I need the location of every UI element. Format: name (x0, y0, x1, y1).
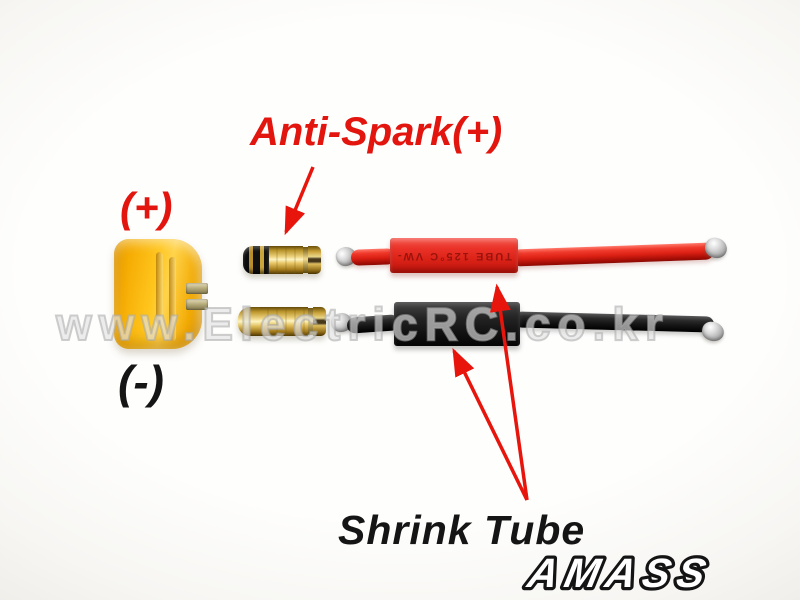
connector-metal-tab (186, 299, 208, 310)
positive-label: (+) (120, 184, 173, 231)
red-wire-right-segment (511, 242, 715, 267)
bullet-body (269, 246, 303, 274)
connector-groove (169, 257, 176, 341)
shrink-tube-label: Shrink Tube (338, 507, 586, 553)
red-shrink-tube: TUBE 125°C VW- (390, 238, 518, 273)
anti-spark-arrow (284, 166, 315, 236)
anti-spark-rings (243, 246, 269, 274)
amass-logo-text: AMASS (523, 549, 717, 595)
tube-marking-text: TUBE 125°C VW- (396, 249, 512, 262)
yellow-connector-housing (114, 239, 208, 349)
amass-logo: AMASS (520, 549, 720, 599)
shrink-tube-arrow-black (452, 347, 529, 501)
bullet-collar (303, 247, 308, 273)
bullet-crown (308, 246, 321, 274)
connector-metal-tab (186, 283, 208, 294)
connector-groove (156, 252, 163, 324)
bullet-body (260, 307, 308, 336)
black-wire-tinned-tip-right (700, 319, 726, 344)
negative-label: (-) (118, 356, 164, 408)
bullet-connector (238, 307, 326, 336)
bullet-dome (238, 307, 260, 336)
anti-spark-bullet-connector (243, 246, 321, 274)
watermark-text: www.ElectricRC.co.kr (55, 297, 670, 351)
anti-spark-label: Anti-Spark(+) (250, 110, 503, 154)
bullet-crown (313, 307, 326, 336)
bullet-collar (308, 308, 313, 335)
red-wire-left-segment (350, 248, 396, 266)
